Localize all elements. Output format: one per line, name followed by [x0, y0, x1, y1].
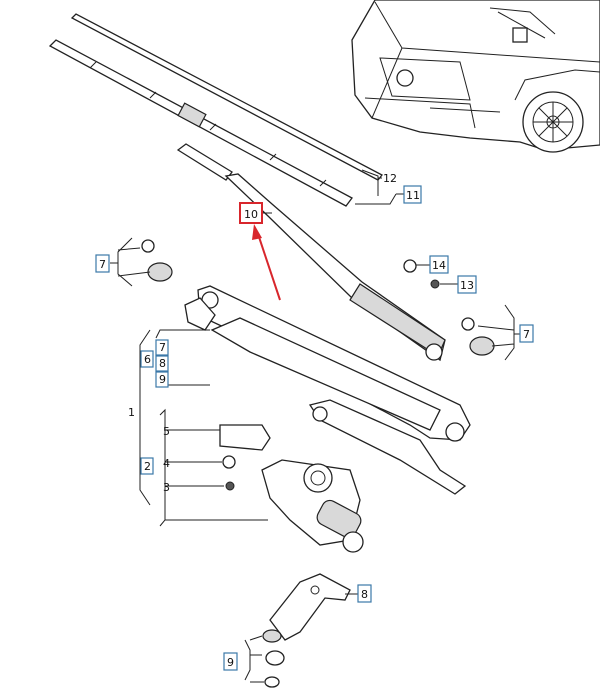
wiper-motor	[219, 424, 364, 553]
callout-9-bottom: 9	[223, 652, 238, 671]
callout-8-group: 8	[155, 355, 169, 372]
callout-label: 9	[227, 656, 234, 669]
callout-label: 1	[128, 406, 135, 419]
callout-14: 14	[429, 255, 449, 274]
callout-label: 6	[144, 353, 151, 366]
wiper-linkage	[184, 285, 471, 495]
callout-label: 14	[432, 259, 446, 272]
callout-1: 1	[128, 406, 135, 419]
callout-13: 13	[457, 275, 477, 294]
leader-lines	[110, 169, 520, 683]
callout-label: 7	[159, 341, 166, 354]
callout-9-group: 9	[155, 371, 169, 388]
callout-8-bottom: 8	[357, 584, 372, 603]
callout-11: 11	[403, 185, 422, 204]
callout-label: 3	[163, 481, 170, 494]
callout-12: 12	[383, 172, 397, 185]
wiper-arm	[224, 173, 446, 362]
wiper-blades	[48, 13, 383, 207]
callout-label: 7	[99, 258, 106, 271]
callout-label: 7	[523, 328, 530, 341]
callout-label: 8	[159, 357, 166, 370]
callout-7-left: 7	[95, 254, 110, 273]
callout-label: 12	[383, 172, 397, 185]
callout-label: 5	[163, 425, 170, 438]
callout-label: 8	[361, 588, 368, 601]
callout-7-group: 7	[155, 339, 169, 356]
bracket-bottom	[262, 573, 351, 688]
callout-7-right: 7	[519, 324, 534, 343]
callout-label: 11	[406, 189, 420, 202]
callout-label: 10	[244, 208, 258, 221]
callout-3: 3	[163, 481, 170, 494]
callout-label: 4	[163, 457, 170, 470]
callout-10-highlighted: 10	[239, 202, 263, 224]
callout-5: 5	[163, 425, 170, 438]
car-illustration	[351, 0, 600, 153]
callout-2: 2	[140, 457, 154, 475]
grommets	[141, 239, 495, 356]
callout-4: 4	[163, 457, 170, 470]
callout-label: 13	[460, 279, 474, 292]
callout-label: 2	[144, 460, 151, 473]
callout-label: 9	[159, 373, 166, 386]
callout-6: 6	[140, 350, 154, 368]
